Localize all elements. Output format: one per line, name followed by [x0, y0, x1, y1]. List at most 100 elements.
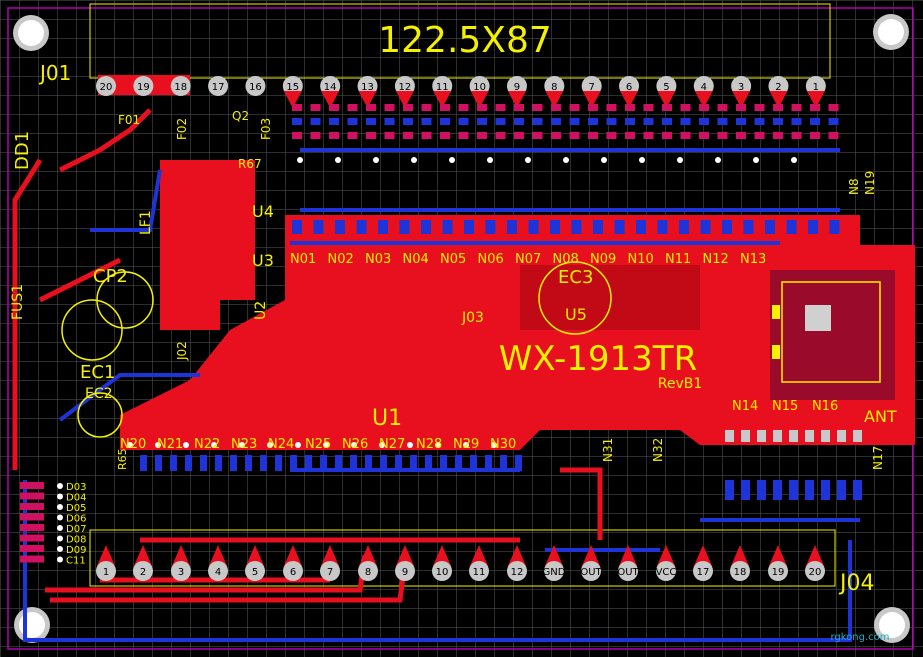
ref-u1: U1 — [372, 406, 402, 431]
smd-pad — [458, 118, 469, 125]
smd-pad — [773, 430, 782, 442]
ref-f03: F03 — [259, 118, 273, 140]
smd-pad — [791, 132, 802, 139]
smd-pad — [292, 118, 302, 125]
smd-pad — [532, 132, 543, 139]
top-pad: 2 — [768, 76, 789, 108]
j05-pin-label: D04 — [66, 493, 86, 504]
ref-ec2: EC2 — [85, 386, 113, 402]
net-label: N03 — [365, 252, 391, 267]
rf-module — [772, 281, 881, 383]
net-label: N22 — [194, 437, 220, 452]
smd-pad — [495, 132, 506, 139]
smd-pad — [410, 455, 417, 471]
bottom-pad: 5 — [245, 545, 265, 581]
ref-fus1: FUS1 — [10, 284, 26, 320]
bottom-pad-label: 2 — [140, 567, 146, 578]
smd-pad — [495, 118, 506, 125]
smd-pad — [366, 132, 376, 139]
top-pad-label: 11 — [436, 82, 449, 93]
bottom-pad-label: 8 — [365, 567, 371, 578]
smd-pad — [245, 455, 252, 471]
top-pad: 8 — [544, 76, 565, 108]
ref-n31: N31 — [601, 438, 615, 462]
bottom-pad: 12 — [507, 545, 527, 581]
smd-pad — [837, 480, 846, 500]
smd-pad — [485, 220, 496, 234]
smd-pad — [310, 118, 321, 125]
smd-pad — [403, 132, 413, 139]
smd-pad — [699, 104, 709, 111]
smd-pad — [440, 104, 450, 111]
net-label: N30 — [490, 437, 516, 452]
net-label: N08 — [553, 252, 579, 267]
smd-pad — [791, 104, 802, 111]
via — [491, 442, 497, 448]
ref-ant: ANT — [864, 407, 897, 426]
top-pad: 14 — [320, 76, 341, 108]
top-pad: 16 — [245, 76, 266, 96]
top-pad: 13 — [357, 76, 378, 108]
top-pad-label: 12 — [399, 82, 412, 93]
smd-pad — [805, 430, 814, 442]
j05-pin: C11 — [20, 555, 86, 567]
bottom-pad: 11 — [469, 545, 489, 581]
smd-pad — [215, 455, 222, 471]
top-pad-label: 10 — [473, 82, 486, 93]
top-pad-label: 18 — [174, 82, 187, 93]
via — [639, 157, 645, 163]
smd-pad — [571, 220, 582, 234]
smd-pad — [380, 455, 387, 471]
smd-pad — [643, 104, 654, 111]
via — [753, 157, 759, 163]
smd-pad — [455, 455, 462, 471]
smd-pad — [700, 220, 711, 234]
smd-pad — [662, 118, 672, 125]
bottom-pad: 18 — [730, 545, 750, 581]
j05-pin-label: D05 — [66, 503, 86, 514]
ref-n32: N32 — [651, 438, 665, 462]
bottom-pad-label: VCC — [656, 567, 677, 578]
mounting-holes — [13, 14, 910, 643]
net-label: N15 — [772, 399, 798, 414]
smd-pad — [313, 220, 324, 234]
ref-u4: U4 — [252, 202, 274, 221]
j05-pin: D07 — [20, 524, 86, 535]
ref-n8: N8 — [847, 178, 861, 195]
smd-pad — [606, 118, 617, 125]
bottom-pad: OUT — [617, 545, 640, 581]
top-pad: 4 — [693, 76, 714, 108]
smd-pad — [514, 118, 524, 125]
smd-pad — [200, 455, 207, 471]
top-pad-label: 15 — [286, 82, 299, 93]
via — [183, 442, 189, 448]
bottom-pad: VCC — [656, 545, 677, 581]
net-label: N13 — [740, 252, 766, 267]
capacitor-outlines — [61, 261, 612, 438]
smd-pad — [725, 480, 734, 500]
bottom-pad-label: 9 — [402, 567, 408, 578]
top-pad-label: 13 — [361, 82, 374, 93]
smd-pad — [470, 455, 477, 471]
j05-pin-label: C11 — [66, 556, 86, 567]
smd-pad — [458, 132, 469, 139]
top-pad-label: 8 — [551, 82, 557, 93]
smd-pad — [440, 132, 450, 139]
smd-pad — [551, 118, 561, 125]
smd-pad — [384, 118, 395, 125]
bottom-pad-label: 3 — [178, 567, 184, 578]
net-label: N11 — [665, 252, 691, 267]
top-pad: 5 — [656, 76, 677, 108]
smd-pad — [773, 132, 783, 139]
smd-pad — [500, 455, 507, 471]
j05-pin-label: D08 — [66, 535, 86, 546]
smd-pad — [829, 220, 840, 234]
smd-pad — [754, 118, 765, 125]
smd-pad — [155, 455, 162, 471]
top-pad: 11 — [432, 76, 453, 108]
smd-pad — [588, 118, 598, 125]
smd-pad — [821, 430, 830, 442]
smd-pad — [378, 220, 388, 234]
